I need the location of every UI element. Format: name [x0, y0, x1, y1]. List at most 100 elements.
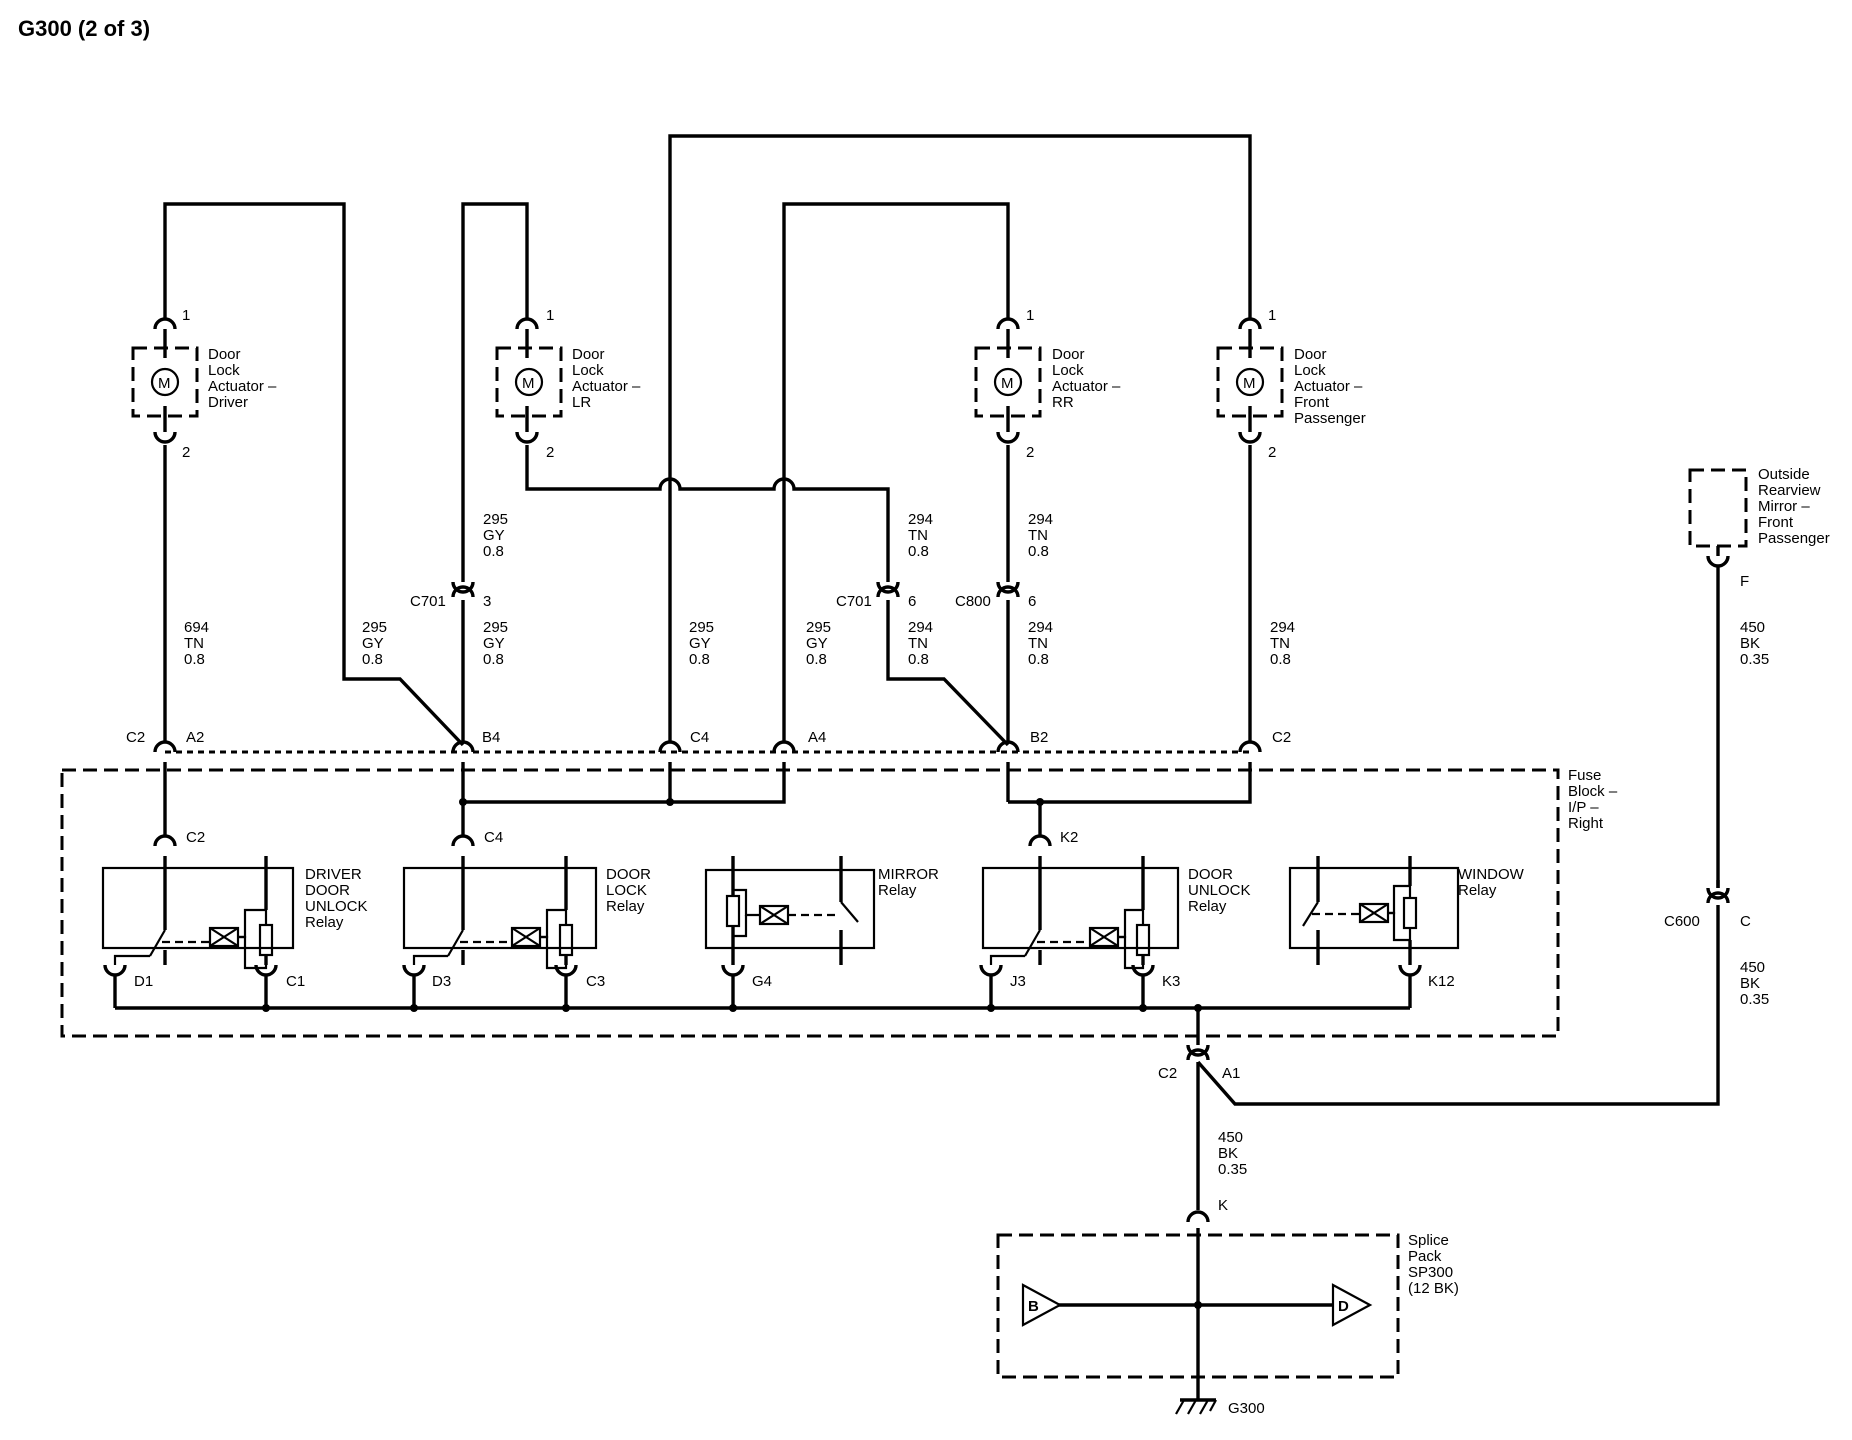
- wire-label: 295 GY 0.8: [806, 619, 831, 668]
- wire-labels: 694 TN 0.8 295 GY 0.8 295 GY 0.8 295 GY …: [184, 511, 1769, 1178]
- connector-pin-icon: [153, 431, 177, 444]
- svg-text:0.8: 0.8: [1028, 543, 1049, 560]
- component-label: I/P –: [1568, 799, 1599, 816]
- component-label: Front: [1294, 394, 1330, 411]
- connector-pin-icon: [996, 431, 1020, 444]
- svg-text:294: 294: [1028, 511, 1053, 528]
- connector-pin-icon: [1706, 891, 1730, 904]
- svg-text:450: 450: [1218, 1129, 1243, 1146]
- wire-label: 694 TN 0.8: [184, 619, 209, 668]
- pin-label: 1: [1268, 307, 1276, 324]
- inline-connector-c800-6: C800 6: [955, 572, 1036, 610]
- inline-connector-c701-3: C701 3: [410, 572, 491, 610]
- wire-label: 450 BK 0.35: [1218, 1129, 1247, 1178]
- relay-label: Relay: [878, 882, 917, 899]
- component-label: Actuator –: [1294, 378, 1363, 395]
- relay-driver-door-unlock: DRIVER DOOR UNLOCK Relay: [101, 856, 368, 970]
- svg-text:0.8: 0.8: [908, 651, 929, 668]
- connector-pin-icon: [515, 317, 539, 330]
- svg-text:295: 295: [689, 619, 714, 636]
- wire-450-c600: [1196, 905, 1720, 1106]
- relay-outline: [402, 866, 598, 950]
- connector-pin-icon: [996, 585, 1020, 598]
- component-label: LR: [572, 394, 591, 411]
- component-label: Mirror –: [1758, 498, 1810, 515]
- wire-295-c4-loop: [668, 134, 1252, 742]
- fuse-block-bottom-pins: D1 C1 D3 C3 G4 J3 K3 K12: [103, 964, 1455, 990]
- svg-text:450: 450: [1740, 959, 1765, 976]
- component-label: Lock: [1294, 362, 1326, 379]
- pin-label: C4: [484, 829, 503, 846]
- pin-label: G4: [752, 973, 772, 990]
- svg-text:294: 294: [908, 619, 933, 636]
- ground-g300: G300: [1175, 1398, 1265, 1417]
- component-label: Lock: [1052, 362, 1084, 379]
- svg-text:TN: TN: [1270, 635, 1290, 652]
- svg-text:0.35: 0.35: [1218, 1161, 1247, 1178]
- relay-door-lock: DOOR LOCK Relay: [402, 856, 651, 970]
- relay-label: DRIVER: [305, 866, 362, 883]
- wire-label: 294 TN 0.8: [1028, 511, 1053, 560]
- component-label: Actuator –: [1052, 378, 1121, 395]
- motor-icon: [514, 367, 544, 397]
- pin-label: 1: [546, 307, 554, 324]
- svg-text:TN: TN: [184, 635, 204, 652]
- pin-label: 2: [1268, 444, 1276, 461]
- motor-icon: [993, 367, 1023, 397]
- svg-text:0.8: 0.8: [806, 651, 827, 668]
- svg-text:BK: BK: [1740, 635, 1760, 652]
- svg-text:0.8: 0.8: [1028, 651, 1049, 668]
- relay-outline: [101, 866, 295, 950]
- actuator-driver: M 1 2 Door Lock Actuator – Driver: [131, 307, 277, 461]
- relay-label: Relay: [606, 898, 645, 915]
- motor-symbol: M: [1243, 375, 1256, 392]
- pin-label: 1: [182, 307, 190, 324]
- relay-outline: [1288, 866, 1460, 950]
- relay-label: DOOR: [305, 882, 350, 899]
- connector-pin-icon: [1238, 431, 1262, 444]
- component-label: SP300: [1408, 1264, 1453, 1281]
- fuse-block-outline: [60, 768, 1560, 1038]
- component-label: Rearview: [1758, 482, 1821, 499]
- splice-arrow-right-icon: [1331, 1283, 1373, 1327]
- svg-text:0.8: 0.8: [689, 651, 710, 668]
- motor-symbol: M: [1001, 375, 1014, 392]
- svg-text:TN: TN: [1028, 527, 1048, 544]
- pin-label: K: [1218, 1197, 1228, 1214]
- motor-symbol: M: [158, 375, 171, 392]
- component-label: RR: [1052, 394, 1074, 411]
- wire-label: 295 GY 0.8: [483, 619, 508, 668]
- component-label: Driver: [208, 394, 248, 411]
- motor-icon: [1235, 367, 1265, 397]
- actuator-driver-outline: [131, 346, 199, 418]
- pin-label: B4: [482, 729, 500, 746]
- pin-label: D1: [134, 973, 153, 990]
- svg-text:BK: BK: [1740, 975, 1760, 992]
- inline-connector-c600-c: C600 C: [1664, 880, 1751, 930]
- pin-label: C4: [690, 729, 709, 746]
- relay-label: LOCK: [606, 882, 647, 899]
- wire-label: 295 GY 0.8: [362, 619, 387, 668]
- svg-text:295: 295: [483, 619, 508, 636]
- pin-label: A4: [808, 729, 826, 746]
- svg-text:GY: GY: [483, 527, 505, 544]
- relay-window: WINDOW Relay: [1288, 856, 1525, 965]
- relay-label: UNLOCK: [1188, 882, 1251, 899]
- svg-text:0.35: 0.35: [1740, 991, 1769, 1008]
- wire-label: 450 BK 0.35: [1740, 619, 1769, 668]
- svg-text:TN: TN: [1028, 635, 1048, 652]
- component-label: Front: [1758, 514, 1794, 531]
- fuse-block-top-pins: C2 A2 B4 C4 A4 B2 C2: [126, 729, 1291, 753]
- svg-text:294: 294: [1270, 619, 1295, 636]
- component-label: Pack: [1408, 1248, 1442, 1265]
- fuse-block-internal-pins: C2 C4 K2: [153, 829, 1078, 847]
- svg-text:C800: C800: [955, 593, 991, 610]
- svg-text:C701: C701: [836, 593, 872, 610]
- pin-label: 2: [546, 444, 554, 461]
- wire-label: 295 GY 0.8: [689, 619, 714, 668]
- component-label: Outside: [1758, 466, 1810, 483]
- wire-lock-bus: [463, 762, 786, 804]
- pin-label: B2: [1030, 729, 1048, 746]
- ground-connector-c2-a1: C2 A1: [1158, 1044, 1240, 1082]
